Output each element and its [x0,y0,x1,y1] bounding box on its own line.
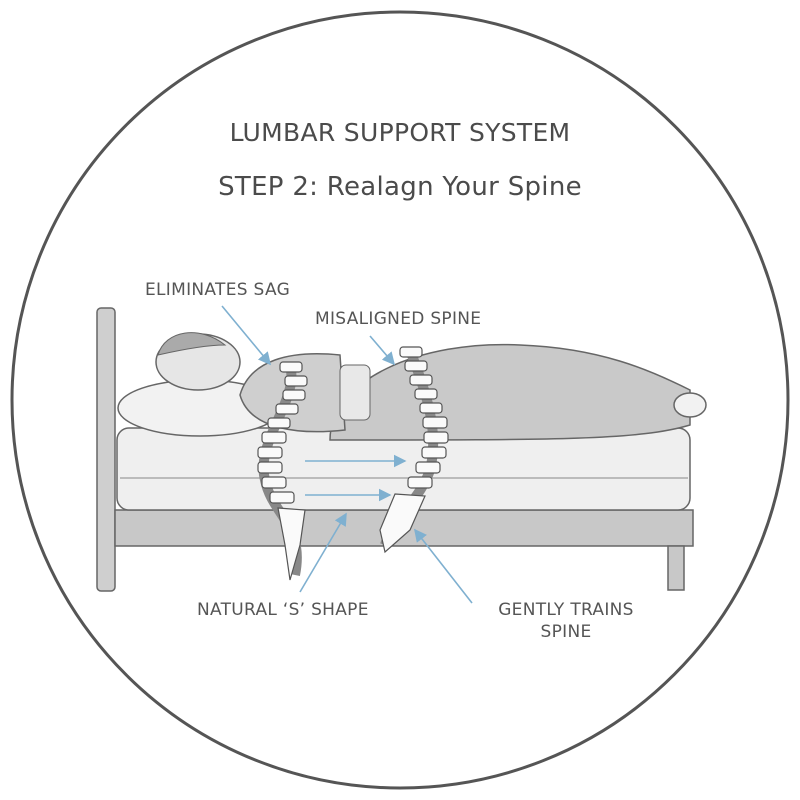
label-eliminates-sag: ELIMINATES SAG [145,280,291,300]
arrow-misaligned-spine [369,335,396,366]
spine-natural-icon [257,361,308,581]
person-icon [117,332,707,441]
label-misaligned-spine: MISALIGNED SPINE [315,309,482,329]
label-gently-trains-line1: GENTLY TRAINS [498,600,634,620]
label-gently-trains: GENTLY TRAINS SPINE [482,600,650,642]
arrow-gently-trains [414,528,473,604]
diagram-title: LUMBAR SUPPORT SYSTEM [229,118,571,147]
arrow-eliminates-sag [221,305,272,366]
pointer-arrows [221,305,473,604]
arrow-natural-s-shape [299,512,347,593]
label-natural-s-shape: NATURAL ‘S’ SHAPE [197,600,369,620]
spine-misaligned-icon [379,346,449,554]
diagram-subtitle: STEP 2: Realagn Your Spine [218,172,582,202]
label-gently-trains-line2: SPINE [540,622,592,642]
